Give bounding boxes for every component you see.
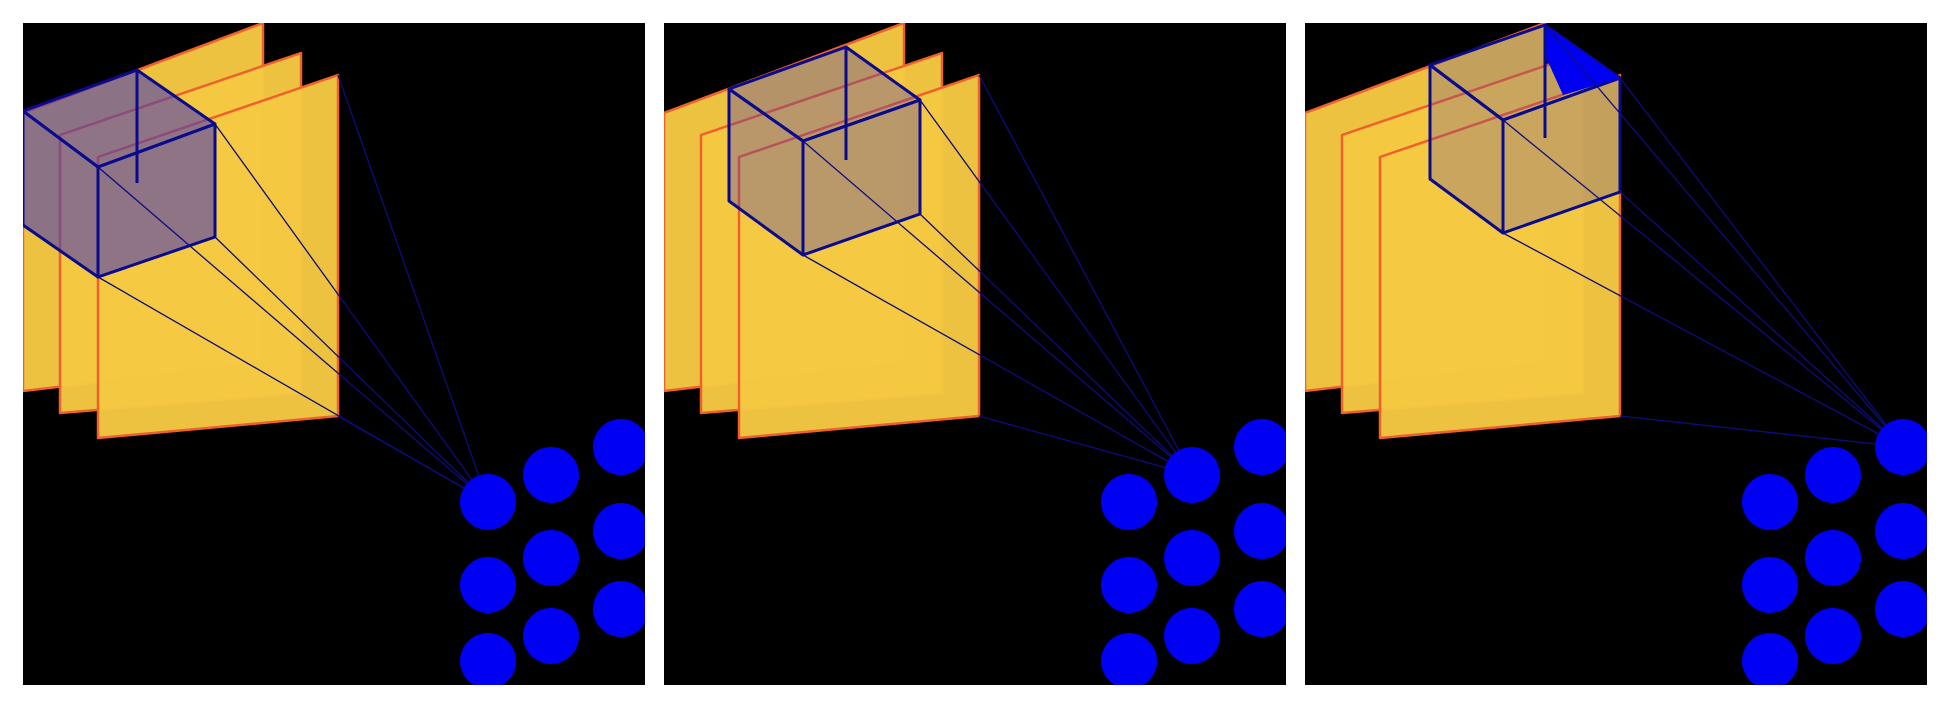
conv-diagram-svg-2 <box>664 23 1286 685</box>
output-neuron <box>1805 608 1861 664</box>
connection-line <box>1619 77 1904 448</box>
output-neuron <box>1101 474 1157 530</box>
output-neuron <box>1234 419 1286 475</box>
output-neuron <box>460 474 516 530</box>
output-neuron <box>1164 530 1220 586</box>
connection-line <box>1502 232 1904 448</box>
connection-lines <box>1502 24 1904 448</box>
output-neuron <box>1101 557 1157 613</box>
receptive-field <box>1428 23 1622 235</box>
connection-line <box>337 415 489 503</box>
output-neuron <box>1742 557 1798 613</box>
output-neuron <box>460 557 516 613</box>
connection-lines <box>802 74 1193 476</box>
diagram-panel-1 <box>23 23 645 685</box>
connection-line <box>919 99 1193 476</box>
output-neuron <box>1875 419 1927 475</box>
connection-line <box>1502 119 1904 448</box>
output-neuron <box>1742 474 1798 530</box>
input-volume <box>1305 23 1622 440</box>
connection-line <box>802 140 1193 476</box>
diagram-panel-2 <box>664 23 1286 685</box>
output-neuron <box>1234 581 1286 637</box>
output-neurons <box>1742 419 1927 685</box>
output-neuron <box>1875 581 1927 637</box>
output-neuron <box>523 608 579 664</box>
connection-line <box>802 254 1193 476</box>
output-neuron <box>523 530 579 586</box>
output-neuron <box>1164 608 1220 664</box>
output-neuron <box>1164 447 1220 503</box>
connection-line <box>978 415 1193 476</box>
connection-line <box>919 213 1193 476</box>
connection-line <box>1619 415 1904 448</box>
output-neuron <box>1805 530 1861 586</box>
connection-line <box>214 236 489 503</box>
connection-line <box>1544 24 1904 448</box>
conv-diagram-svg-1 <box>23 23 645 685</box>
output-neuron <box>1101 633 1157 685</box>
connection-line <box>1619 191 1904 448</box>
connection-lines <box>97 74 489 503</box>
conv-diagram-svg-3 <box>1305 23 1927 685</box>
output-neuron <box>593 419 645 475</box>
connection-line <box>978 74 1193 476</box>
connection-line <box>337 74 489 503</box>
output-neurons <box>1101 419 1286 685</box>
output-neuron <box>593 503 645 559</box>
output-neuron <box>460 633 516 685</box>
output-neuron <box>1234 503 1286 559</box>
receptive-field <box>23 68 217 279</box>
output-neuron <box>1875 503 1927 559</box>
output-neuron <box>593 581 645 637</box>
output-neurons <box>460 419 645 685</box>
connection-line <box>97 166 489 503</box>
output-neuron <box>1742 633 1798 685</box>
diagram-panel-3 <box>1305 23 1927 685</box>
filter-cube-overflow-corner <box>1545 25 1620 95</box>
output-neuron <box>523 447 579 503</box>
output-neuron <box>1805 447 1861 503</box>
connection-line <box>214 123 489 503</box>
